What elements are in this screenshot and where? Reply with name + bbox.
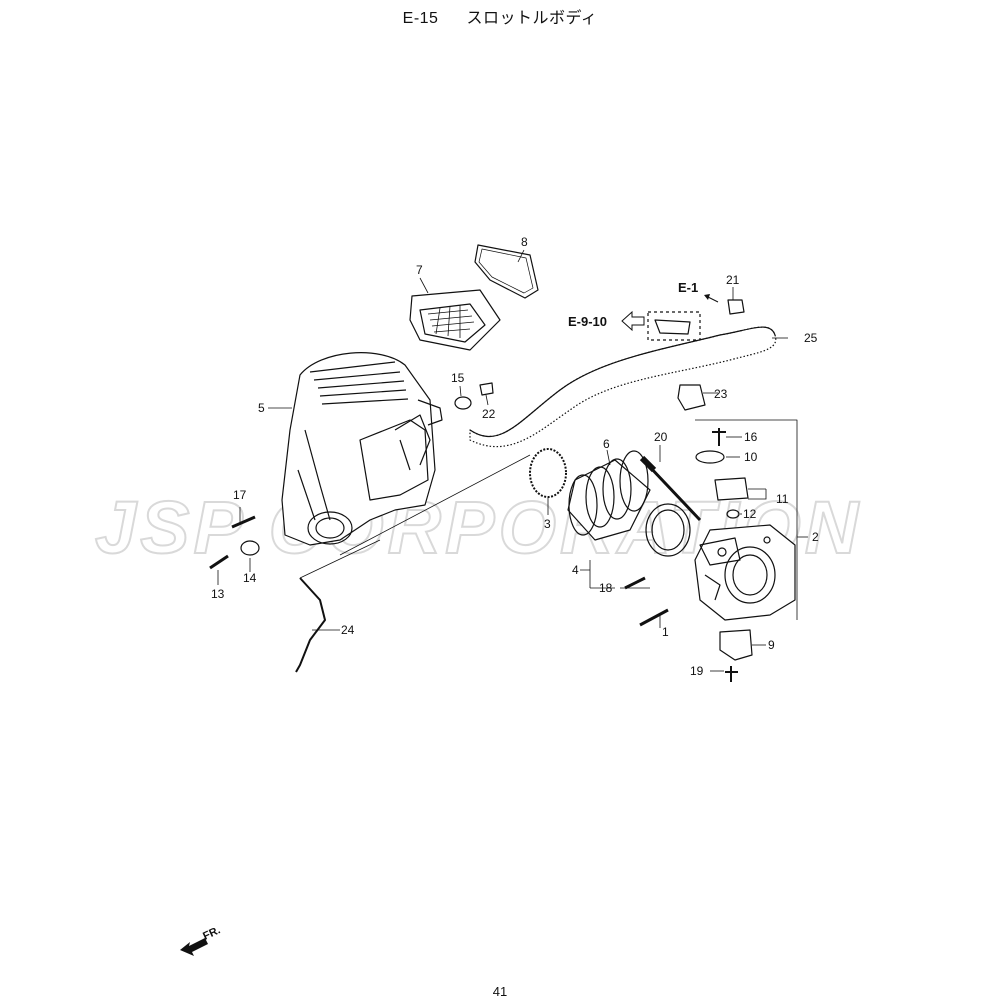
fr-arrow-icon [180, 938, 208, 956]
cross-references: E-1 E-9-10 [568, 280, 719, 332]
clamp-part [654, 319, 691, 335]
gasket-inner [478, 248, 534, 294]
callout-9: 9 [768, 638, 775, 652]
callout-11: 11 [776, 492, 789, 506]
ref-e1[interactable]: E-1 [678, 280, 698, 295]
ref-e9-10-arrow-icon [621, 310, 645, 332]
callout-14: 14 [243, 571, 257, 585]
callout-10: 10 [744, 450, 758, 464]
ref-e9-10[interactable]: E-9-10 [568, 314, 607, 329]
guide-lines [299, 454, 531, 579]
bracket-9 [719, 629, 753, 661]
o-ring-12 [726, 509, 740, 519]
callout-7: 7 [416, 263, 423, 277]
callout-17: 17 [233, 488, 247, 502]
bolt-19 [725, 666, 738, 682]
screw-16 [712, 428, 726, 446]
page-number: 41 [492, 984, 508, 999]
page-title: E-15 スロットルボディ [0, 4, 1000, 28]
plug-22 [479, 382, 494, 396]
callout-24: 24 [341, 623, 355, 637]
callout-15: 15 [451, 371, 465, 385]
callout-8: 8 [521, 235, 528, 249]
clip-21 [727, 299, 745, 315]
connecting-tube [567, 450, 691, 557]
cap-15 [454, 396, 472, 410]
ref-e1-arrowhead [704, 294, 710, 300]
front-direction-marker: FR. [180, 924, 222, 956]
collar-14 [240, 540, 260, 556]
callout-16: 16 [744, 430, 758, 444]
filter-element [409, 289, 501, 351]
callout-21: 21 [726, 273, 740, 287]
callout-18: 18 [599, 581, 613, 595]
drain-tube [295, 577, 326, 673]
callout-3: 3 [544, 517, 551, 531]
callout-23: 23 [714, 387, 728, 401]
screw-18 [624, 576, 646, 590]
section-title: スロットルボディ [466, 10, 598, 27]
callout-12: 12 [743, 507, 757, 521]
callout-25: 25 [804, 331, 818, 345]
breather-hose-edge [469, 326, 776, 438]
callout-labels: 1 2 3 4 5 6 7 8 9 10 11 12 13 14 15 16 1… [211, 235, 819, 678]
callout-6: 6 [603, 437, 610, 451]
callout-2: 2 [812, 530, 819, 544]
bolt-20-head [639, 455, 657, 473]
bolt-20 [646, 463, 702, 522]
plate-10 [695, 450, 725, 464]
callout-22: 22 [482, 407, 496, 421]
callout-13: 13 [211, 587, 225, 601]
breather-hose [469, 326, 777, 448]
bolt-13 [209, 554, 229, 570]
bolt-17 [231, 515, 256, 529]
throttle-group-line [695, 419, 798, 620]
sensor-11 [714, 477, 749, 501]
clamp-23 [677, 384, 706, 411]
screw-1 [639, 608, 669, 627]
gasket [474, 244, 539, 299]
throttle-body [694, 524, 796, 621]
air-cleaner-case [281, 352, 443, 546]
callout-1: 1 [662, 625, 669, 639]
fr-label: FR. [201, 924, 222, 942]
callout-20: 20 [654, 430, 668, 444]
section-code: E-15 [402, 10, 439, 27]
leader-lines [217, 249, 808, 672]
callout-19: 19 [690, 664, 704, 678]
clamp-bracket-box [647, 311, 701, 341]
callout-4: 4 [572, 563, 579, 577]
callout-5: 5 [258, 401, 265, 415]
